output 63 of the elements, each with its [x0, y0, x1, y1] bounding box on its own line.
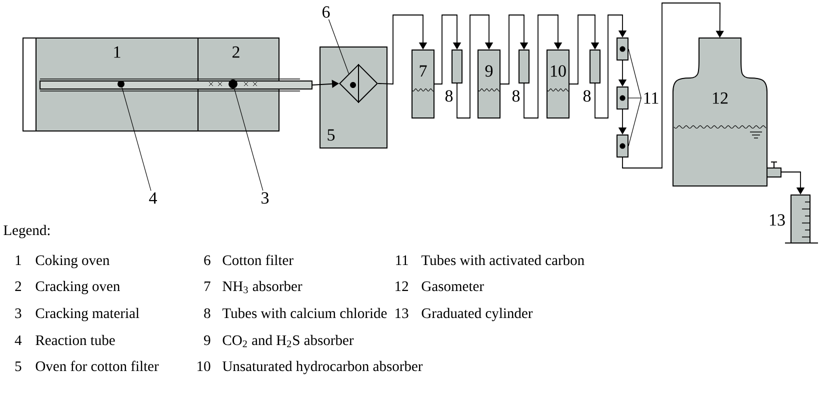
callout-number: 3 [262, 192, 269, 204]
arrow [524, 14, 562, 118]
gasometer: 12 [672, 38, 782, 186]
legend-text: Tubes with calcium chloride [222, 308, 387, 318]
leader-line [122, 87, 152, 191]
legend-text: NH$_{3}$ absorber [222, 280, 302, 294]
legend-number: 4 [14, 335, 22, 345]
arrow [780, 172, 805, 194]
legend-text: Cracking oven [36, 280, 120, 294]
legend-number: 9 [204, 335, 210, 346]
arrow [456, 14, 494, 118]
arrow [312, 80, 339, 88]
carbon-tube [616, 86, 628, 110]
legend-number: 5 [15, 361, 22, 372]
graduated-cylinder: 13 [770, 194, 818, 244]
filter-diamond [339, 64, 378, 104]
legend-number: 7 [204, 281, 210, 291]
legend-text: Graduated cylinder [422, 308, 533, 322]
leader-line [328, 19, 350, 74]
legend-number: 11 [396, 255, 408, 265]
arrow [622, 2, 724, 168]
legend-text: Cotton filter [222, 254, 294, 266]
arrow [378, 14, 428, 84]
legend-text: Oven for cotton filter [36, 360, 159, 372]
arrow [500, 14, 528, 84]
node-label: 8 [512, 90, 520, 102]
legend-text: Gasometer [422, 281, 484, 292]
drying-tube: 8 [512, 50, 530, 102]
legend-text: Unsaturated hydrocarbon absorber [222, 360, 423, 374]
arrow [569, 14, 600, 84]
legend-number: 10 [198, 361, 210, 372]
legend-text: Cracking material [36, 308, 140, 322]
legend-text: CO$_{2}$ and H$_{2}$S absorber [222, 334, 354, 348]
legend-number: 3 [15, 308, 22, 318]
leader-line [628, 48, 642, 98]
legend-number: 8 [204, 308, 210, 318]
legend-heading: Legend: [4, 224, 50, 238]
absorber-bottle: 9 [478, 50, 500, 118]
arrow [434, 14, 462, 84]
legend-number: 12 [396, 281, 408, 291]
node-label: 13 [770, 214, 785, 226]
absorber-bottle: 7 [412, 50, 434, 118]
carbon-tube [616, 38, 628, 60]
node-label: 8 [583, 90, 591, 102]
legend-number: 6 [204, 255, 210, 266]
reaction-tube [40, 78, 312, 92]
drying-tube: 8 [445, 50, 462, 102]
callout-number: 11 [644, 92, 658, 104]
legend-number: 13 [396, 308, 408, 318]
legend-text: Coking oven [36, 254, 110, 268]
absorber-bottle: 10 [546, 50, 570, 118]
legend-number: 2 [15, 281, 21, 291]
callout-number: 4 [149, 192, 157, 204]
arrow [594, 14, 627, 118]
carbon-tube [616, 134, 628, 158]
leader-line [234, 88, 264, 191]
node-label: 8 [445, 90, 453, 102]
leader-line [628, 98, 642, 146]
legend-text: Reaction tube [36, 334, 115, 346]
callout-number: 6 [322, 6, 330, 18]
drying-tube: 8 [583, 50, 600, 102]
legend-number: 1 [16, 255, 21, 265]
legend-text: Tubes with activated carbon [421, 254, 584, 266]
